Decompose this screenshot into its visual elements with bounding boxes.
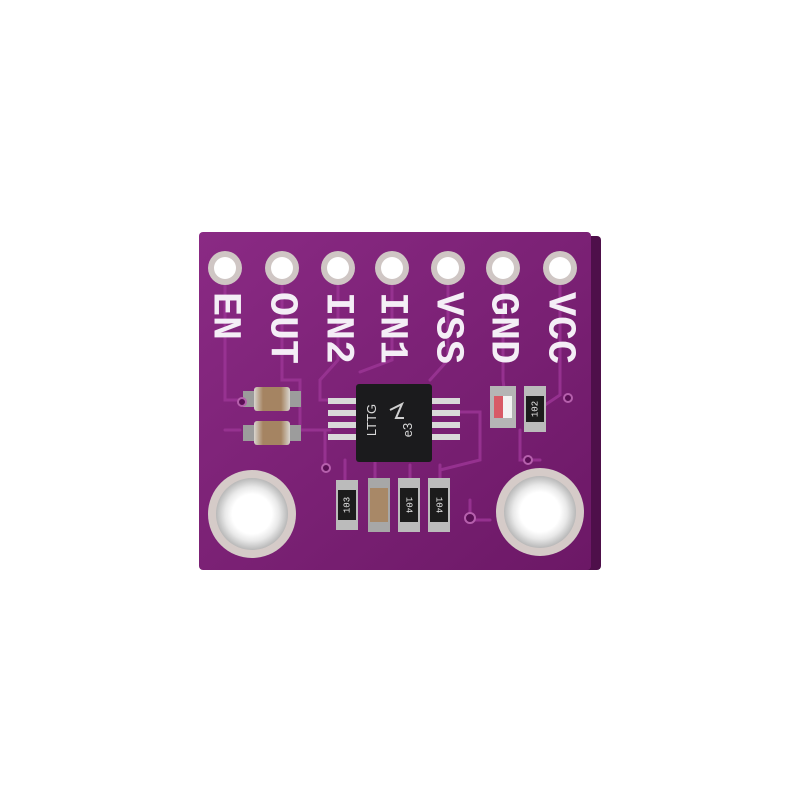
pin-label-in2: IN2: [314, 292, 359, 364]
resistor-code: 104: [404, 497, 414, 513]
pin-hole: [437, 257, 459, 279]
pin-label-vss: VSS: [424, 292, 469, 364]
pin-label-gnd: GND: [479, 292, 524, 364]
pin-label-en: EN: [201, 292, 246, 340]
resistor-code: 103: [342, 497, 352, 513]
pin-label-vcc: VCC: [536, 292, 581, 364]
pin-hole: [327, 257, 349, 279]
mounting-hole-left: [208, 470, 296, 558]
pin-hole: [381, 257, 403, 279]
resistor-102: 102: [524, 386, 546, 432]
resistor-code: 102: [530, 401, 540, 417]
vias: [237, 393, 573, 524]
pin-label-out: OUT: [258, 292, 303, 364]
led-component: [490, 386, 516, 428]
pin-hole: [492, 257, 514, 279]
chip-marking-line2: e3: [400, 423, 415, 437]
chip-marking-line1: LTTG: [364, 404, 379, 436]
resistor-104-b: 104: [428, 478, 450, 532]
left-capacitors: [243, 387, 301, 445]
bottom-capacitor: [368, 478, 390, 532]
resistor-104-a: 104: [398, 478, 420, 532]
pin-hole: [549, 257, 571, 279]
header-pins: [208, 251, 577, 285]
pin-hole: [214, 257, 236, 279]
resistor-code: 104: [434, 497, 444, 513]
mounting-hole-right: [496, 468, 584, 556]
resistor-103: 103: [336, 480, 358, 530]
pin-label-in1: IN1: [368, 292, 413, 364]
pin-hole: [271, 257, 293, 279]
ic-chip: LTTG e3: [328, 384, 460, 462]
